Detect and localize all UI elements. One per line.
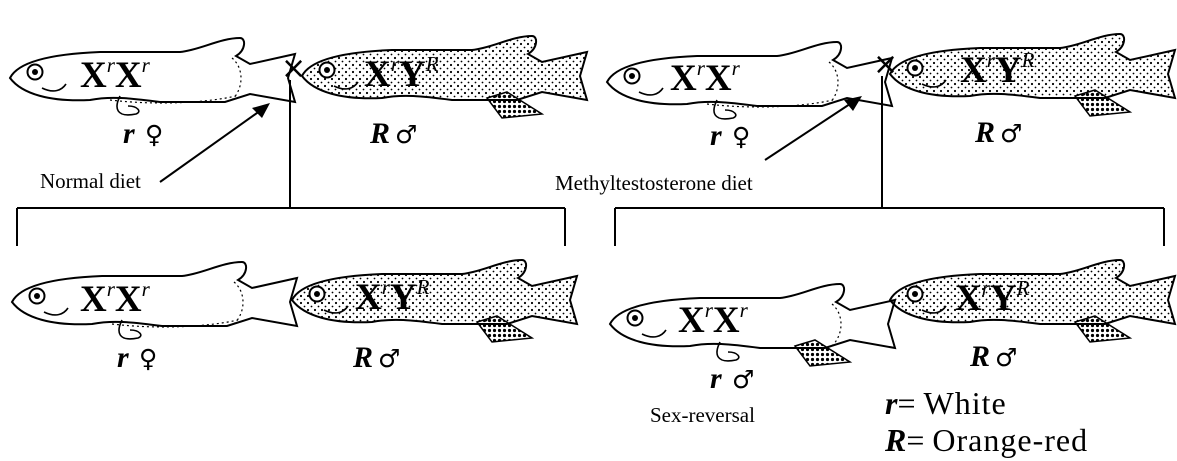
fish-male-orange-red: XrYR R ♂ <box>890 34 1175 149</box>
legend: r= White R= Orange-red <box>885 385 1088 459</box>
cross-symbol: × <box>281 51 306 86</box>
genotype-label: XrXr <box>678 298 749 341</box>
offspring-male-orange-red: XrYR R ♂ <box>292 260 577 374</box>
offspring-sex-reversed-white-male: XrXr r ♂ Sex-reversal <box>610 284 895 427</box>
fish-female-white: XrXr r ♀ <box>10 38 295 150</box>
diet-arrow <box>160 103 270 182</box>
legend-item: R= Orange-red <box>885 422 1088 459</box>
legend-item: r= White <box>885 385 1088 422</box>
phenotype-label: R <box>969 340 990 373</box>
offspring-female-white: XrXr r ♀ <box>12 262 297 374</box>
panel-methyltestosterone-diet: XrXr r ♀ × XrYR R ♂ Methyltestosterone d… <box>555 34 1175 427</box>
phenotype-label: r <box>710 119 722 152</box>
sex-symbol: ♂ <box>1000 119 1022 148</box>
fish-male-orange-red: XrYR R ♂ <box>302 36 587 150</box>
phenotype-label: r <box>123 117 135 150</box>
legend-value: Orange-red <box>932 422 1088 458</box>
sex-reversal-note: Sex-reversal <box>650 403 755 427</box>
panel-normal-diet: XrXr r ♀ × XrYR R ♂ Normal diet XrX <box>10 36 587 374</box>
phenotype-label: r <box>117 341 129 374</box>
fish-female-white: XrXr r ♀ <box>607 42 892 152</box>
phenotype-label: R <box>974 116 995 149</box>
legend-key: R <box>885 422 906 458</box>
offspring-male-orange-red: XrYR R ♂ <box>890 260 1175 373</box>
sex-symbol: ♀ <box>732 122 750 151</box>
legend-key: r <box>885 385 897 421</box>
diet-label: Normal diet <box>40 169 141 193</box>
genotype-label: XrXr <box>670 56 741 99</box>
phenotype-label: R <box>369 117 390 150</box>
phenotype-label: r <box>710 362 722 395</box>
sex-symbol: ♂ <box>995 343 1017 372</box>
sex-symbol: ♂ <box>378 344 400 373</box>
legend-value: White <box>924 385 1007 421</box>
sex-symbol: ♂ <box>732 365 754 394</box>
genotype-label: XrXr <box>80 277 151 320</box>
sex-symbol: ♀ <box>139 344 157 373</box>
sex-symbol: ♀ <box>145 120 163 149</box>
phenotype-label: R <box>352 341 373 374</box>
genotype-label: XrXr <box>80 53 151 96</box>
sex-symbol: ♂ <box>395 120 417 149</box>
diet-label: Methyltestosterone diet <box>555 171 753 195</box>
cross-lines <box>17 80 565 246</box>
